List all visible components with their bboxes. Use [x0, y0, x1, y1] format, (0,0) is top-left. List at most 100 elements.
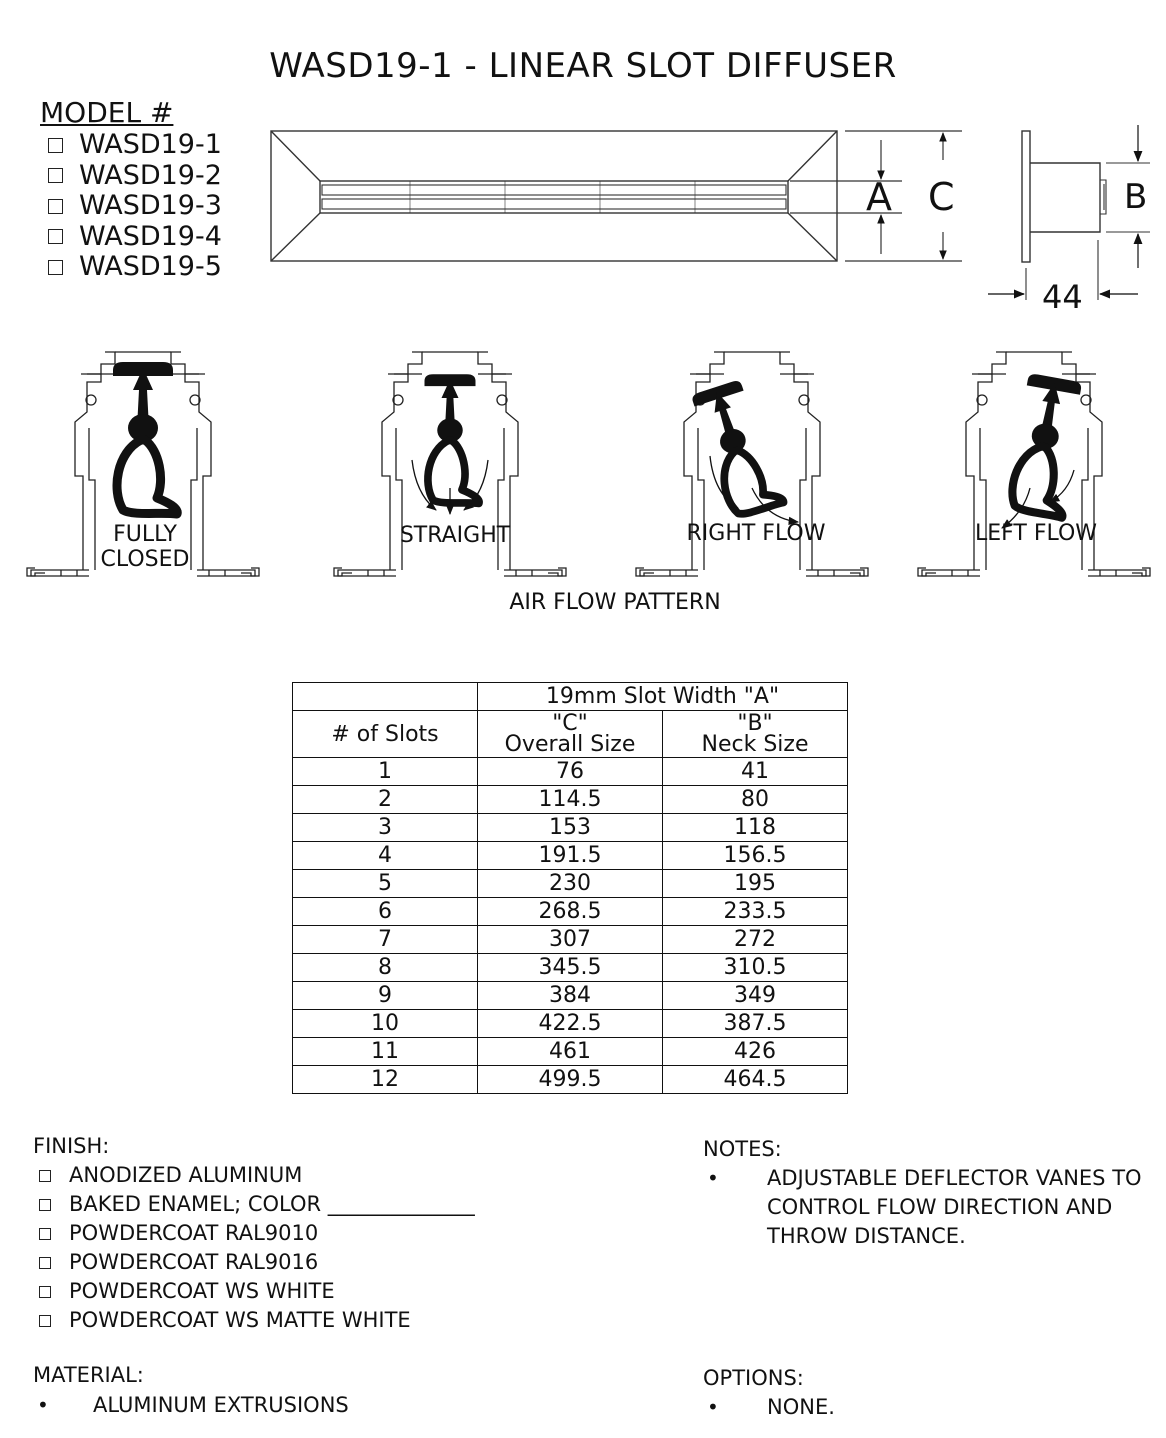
notes-item-text: ADJUSTABLE DEFLECTOR VANES TO CONTROL FL…	[767, 1166, 1142, 1248]
slot-width-header: 19mm Slot Width "A"	[477, 682, 848, 711]
overall-size-cell: 230	[477, 869, 663, 898]
overall-size-cell: 307	[477, 925, 663, 954]
dimension-c-label: C	[928, 175, 955, 219]
finish-option-label: POWDERCOAT WS WHITE	[69, 1279, 335, 1303]
pattern-right-flow-label: RIGHT FLOW	[686, 521, 826, 546]
checkbox-icon[interactable]	[48, 259, 63, 275]
neck-size-cell: 387.5	[662, 1009, 848, 1038]
neck-size-cell: 349	[662, 981, 848, 1010]
neck-size-header: "B" Neck Size	[662, 710, 848, 758]
bullet-icon: •	[707, 1166, 719, 1190]
finish-option[interactable]: POWDERCOAT WS MATTE WHITE	[39, 1306, 475, 1335]
checkbox-icon[interactable]	[39, 1169, 51, 1182]
drawing-title: WASD19-1 - LINEAR SLOT DIFFUSER	[269, 46, 897, 86]
material-heading: MATERIAL:	[33, 1363, 144, 1387]
overall-size-cell: 499.5	[477, 1065, 663, 1094]
checkbox-icon[interactable]	[48, 168, 63, 184]
empty-header-cell	[292, 682, 478, 711]
model-option[interactable]: WASD19-3	[48, 190, 222, 222]
pattern-left-flow-label: LEFT FLOW	[974, 521, 1098, 546]
neck-size-cell: 156.5	[662, 841, 848, 870]
slots-cell: 6	[292, 897, 478, 926]
slots-cell: 2	[292, 785, 478, 814]
finish-heading: FINISH:	[33, 1134, 110, 1158]
checkbox-icon[interactable]	[48, 229, 63, 245]
bullet-icon: •	[707, 1395, 719, 1419]
face-view	[270, 130, 838, 262]
neck-size-cell: 80	[662, 785, 848, 814]
neck-size-cell: 426	[662, 1037, 848, 1066]
slots-cell: 10	[292, 1009, 478, 1038]
overall-size-cell: 345.5	[477, 953, 663, 982]
options-item: •NONE.	[703, 1393, 835, 1422]
options-heading: OPTIONS:	[703, 1366, 804, 1390]
finish-option[interactable]: BAKED ENAMEL; COLOR ______________	[39, 1190, 475, 1219]
overall-size-cell: 153	[477, 813, 663, 842]
checkbox-icon[interactable]	[48, 198, 63, 214]
finish-option[interactable]: POWDERCOAT RAL9010	[39, 1219, 475, 1248]
slots-cell: 4	[292, 841, 478, 870]
slots-cell: 5	[292, 869, 478, 898]
model-option[interactable]: WASD19-2	[48, 159, 222, 192]
table-subheader-row: # of Slots "C" Overall Size "B" Neck Siz…	[292, 710, 848, 758]
model-option-label: WASD19-5	[79, 251, 222, 282]
overall-size-cell: 268.5	[477, 897, 663, 926]
pattern-straight-label: STRAIGHT	[399, 523, 511, 548]
overall-size-cell: 384	[477, 981, 663, 1010]
slots-cell: 1	[292, 757, 478, 786]
section-left-flow	[917, 351, 1151, 577]
model-option-label: WASD19-2	[79, 159, 222, 191]
checkbox-icon[interactable]	[39, 1314, 51, 1327]
dimension-b-label: B	[1124, 177, 1148, 217]
finish-option-label: ANODIZED ALUMINUM	[69, 1163, 303, 1187]
overall-size-cell: 422.5	[477, 1009, 663, 1038]
slots-cell: 9	[292, 981, 478, 1010]
model-option[interactable]: WASD19-1	[48, 129, 222, 161]
table-header-row: 19mm Slot Width "A"	[292, 682, 848, 711]
slots-cell: 11	[292, 1037, 478, 1066]
model-checklist: WASD19-1 WASD19-2 WASD19-3 WASD19-4 WASD…	[48, 129, 222, 283]
checkbox-icon[interactable]	[39, 1256, 51, 1269]
slots-cell: 3	[292, 813, 478, 842]
checkbox-icon[interactable]	[39, 1227, 51, 1240]
dimension-depth-label: 44	[1042, 278, 1083, 316]
slots-cell: 8	[292, 953, 478, 982]
finish-option[interactable]: POWDERCOAT RAL9016	[39, 1248, 475, 1277]
finish-option[interactable]: ANODIZED ALUMINUM	[39, 1161, 475, 1190]
neck-size-cell: 464.5	[662, 1065, 848, 1094]
model-option[interactable]: WASD19-4	[48, 221, 222, 253]
material-item-text: ALUMINUM EXTRUSIONS	[93, 1393, 349, 1417]
overall-size-cell: 191.5	[477, 841, 663, 870]
neck-size-cell: 310.5	[662, 953, 848, 982]
notes-heading: NOTES:	[703, 1137, 782, 1161]
slots-header: # of Slots	[292, 710, 478, 758]
section-straight	[333, 351, 567, 577]
finish-list: ANODIZED ALUMINUM BAKED ENAMEL; COLOR __…	[39, 1161, 475, 1335]
finish-option[interactable]: POWDERCOAT WS WHITE	[39, 1277, 475, 1306]
checkbox-icon[interactable]	[39, 1198, 51, 1211]
checkbox-icon[interactable]	[39, 1285, 51, 1298]
checkbox-icon[interactable]	[48, 137, 63, 153]
air-flow-caption: AIR FLOW PATTERN	[509, 590, 721, 615]
overall-size-cell: 114.5	[477, 785, 663, 814]
model-option[interactable]: WASD19-5	[48, 251, 222, 283]
pattern-fully-closed-label: FULLY CLOSED	[100, 522, 190, 572]
overall-size-cell: 461	[477, 1037, 663, 1066]
finish-option-label: POWDERCOAT WS MATTE WHITE	[69, 1308, 411, 1332]
finish-option-label: POWDERCOAT RAL9016	[69, 1250, 319, 1274]
section-right-flow	[635, 351, 869, 577]
sizing-table: 19mm Slot Width "A" # of Slots "C" Overa…	[292, 682, 848, 1094]
material-item: •ALUMINUM EXTRUSIONS	[33, 1391, 349, 1420]
